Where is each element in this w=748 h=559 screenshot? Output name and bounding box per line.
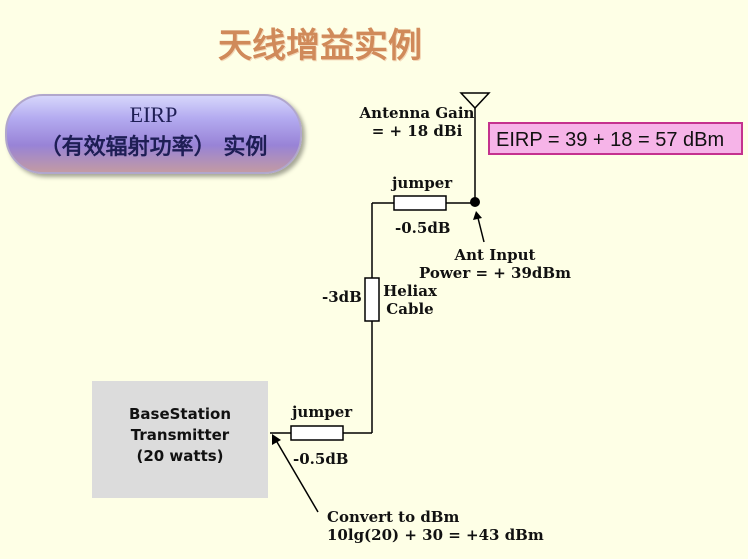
antenna-gain-label: Antenna Gain = + 18 dBi <box>359 104 475 140</box>
base-station-line-1: BaseStation <box>128 405 232 423</box>
base-station-line-3: (20 watts) <box>136 447 224 465</box>
heliax-resistor <box>364 277 380 322</box>
heliax-label: Heliax Cable <box>383 282 437 318</box>
convert-arrow <box>276 441 319 513</box>
ant-input-label: Ant Input Power = + 39dBm <box>419 246 571 282</box>
banner-line-1: EIRP <box>129 102 178 127</box>
ant-input-arrow <box>477 217 485 243</box>
base-station-box: BaseStation Transmitter (20 watts) <box>92 381 268 498</box>
ant-input-node <box>470 197 480 207</box>
antenna-icon <box>459 92 491 110</box>
top-jumper-resistor <box>393 195 447 211</box>
eirp-result-box: EIRP = 39 + 18 = 57 dBm <box>488 122 743 155</box>
page-title: 天线增益实例 <box>218 26 422 66</box>
convert-arrowhead <box>272 434 281 445</box>
ant-input-arrowhead <box>473 211 482 220</box>
bottom-jumper-loss: -0.5dB <box>293 450 349 468</box>
base-station-line-2: Transmitter <box>130 426 230 444</box>
heliax-loss: -3dB <box>322 288 362 306</box>
bottom-jumper-label: jumper <box>292 403 353 421</box>
bottom-jumper-resistor <box>290 425 344 441</box>
banner-line-2: （有效辐射功率） 实例 <box>39 134 268 160</box>
convert-label: Convert to dBm 10lg(20) + 30 = +43 dBm <box>327 508 544 544</box>
top-jumper-label: jumper <box>392 174 453 192</box>
top-jumper-loss: -0.5dB <box>395 219 451 237</box>
eirp-example-banner: EIRP （有效辐射功率） 实例 <box>5 94 302 174</box>
